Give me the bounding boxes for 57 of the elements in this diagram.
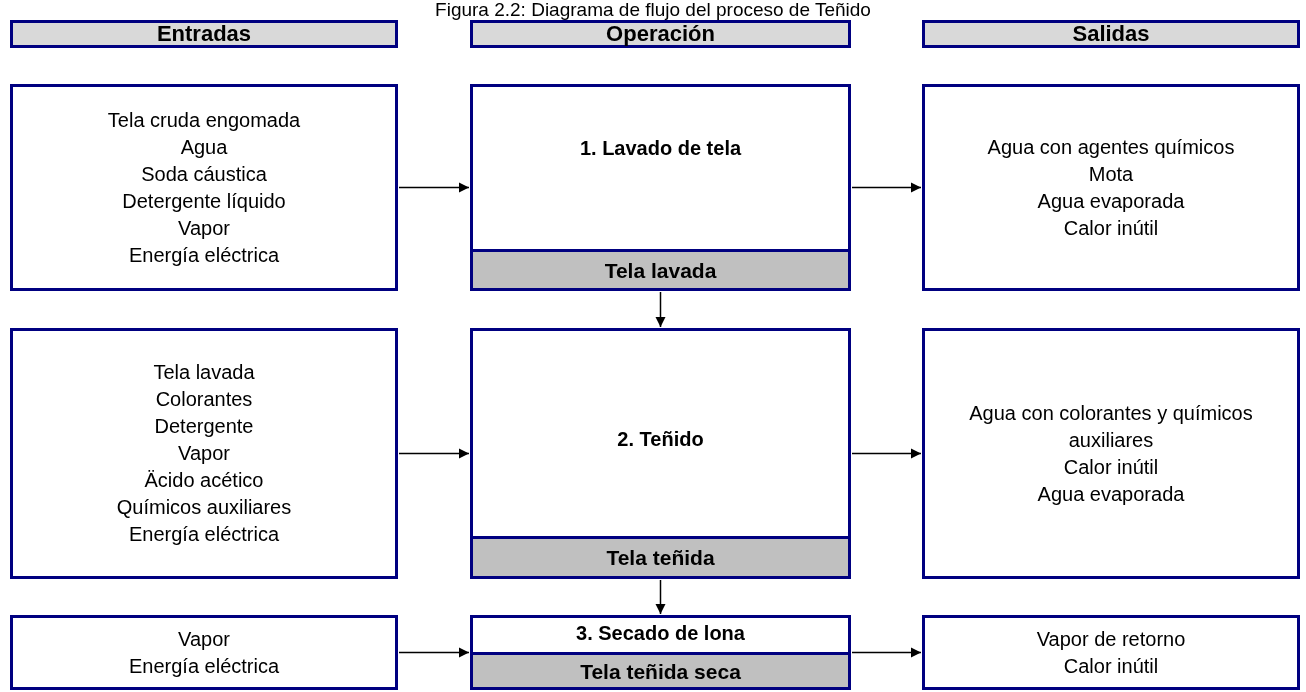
input-item: Tela cruda engomada — [107, 107, 301, 133]
input-item: Químicos auxiliares — [116, 495, 292, 520]
column-header — [470, 20, 851, 48]
output-item: Agua con agentes químicos — [987, 134, 1235, 160]
figure-title: Figura 2.2: Diagrama de flujo del proceso de Teñido — [434, 0, 872, 20]
output-item: Agua con colorantes y químicos auxiliares — [968, 400, 1254, 453]
output-item: Calor inútil — [1063, 653, 1159, 679]
input-item: Energía eléctrica — [128, 242, 280, 268]
input-item: Äcido acético — [144, 468, 264, 493]
output-band — [470, 249, 851, 291]
output-band — [470, 652, 851, 690]
product-label: Tela teñida seca — [580, 658, 741, 685]
output-list-box — [922, 84, 1300, 291]
output-item: Agua evaporada — [1037, 481, 1185, 507]
column-header — [922, 20, 1300, 48]
arrow — [655, 291, 666, 328]
product-label: Tela teñida — [606, 545, 715, 571]
process-title: 2. Teñido — [617, 427, 704, 452]
input-item: Energía eléctrica — [128, 522, 280, 547]
arrow — [398, 182, 470, 193]
output-item: Mota — [1088, 161, 1134, 187]
process-box — [470, 615, 851, 690]
output-item: Calor inútil — [1063, 454, 1159, 480]
process-title: 1. Lavado de tela — [579, 136, 742, 161]
input-item: Energía eléctrica — [128, 653, 280, 679]
header-label: Salidas — [1072, 22, 1150, 46]
input-item: Vapor — [178, 441, 230, 466]
arrow — [851, 647, 922, 658]
input-item: Agua — [180, 134, 228, 160]
input-item: Detergente — [154, 414, 254, 439]
input-item: Soda cáustica — [141, 161, 267, 187]
header-label: Entradas — [156, 22, 252, 46]
input-item: Vapor — [178, 215, 230, 241]
output-list-box — [922, 328, 1300, 579]
product-label: Tela lavada — [604, 257, 717, 284]
input-item: Detergente líquido — [122, 188, 286, 214]
process-title: 3. Secado de lona — [576, 621, 745, 646]
output-list-box — [922, 615, 1300, 690]
input-item: Tela lavada — [153, 360, 255, 385]
input-item: Colorantes — [155, 387, 253, 412]
output-item: Calor inútil — [1063, 215, 1159, 241]
input-list-box — [10, 615, 398, 690]
output-item: Agua evaporada — [1037, 188, 1185, 214]
input-item: Vapor — [178, 626, 230, 652]
process-box — [470, 328, 851, 579]
arrow — [851, 448, 922, 459]
column-header — [10, 20, 398, 48]
arrow — [655, 579, 666, 615]
arrow — [398, 647, 470, 658]
input-list-box — [10, 84, 398, 291]
arrow — [851, 182, 922, 193]
process-box — [470, 84, 851, 291]
header-label: Operación — [606, 22, 715, 46]
output-band — [470, 536, 851, 579]
arrow — [398, 448, 470, 459]
output-item: Vapor de retorno — [1036, 626, 1186, 652]
input-list-box — [10, 328, 398, 579]
